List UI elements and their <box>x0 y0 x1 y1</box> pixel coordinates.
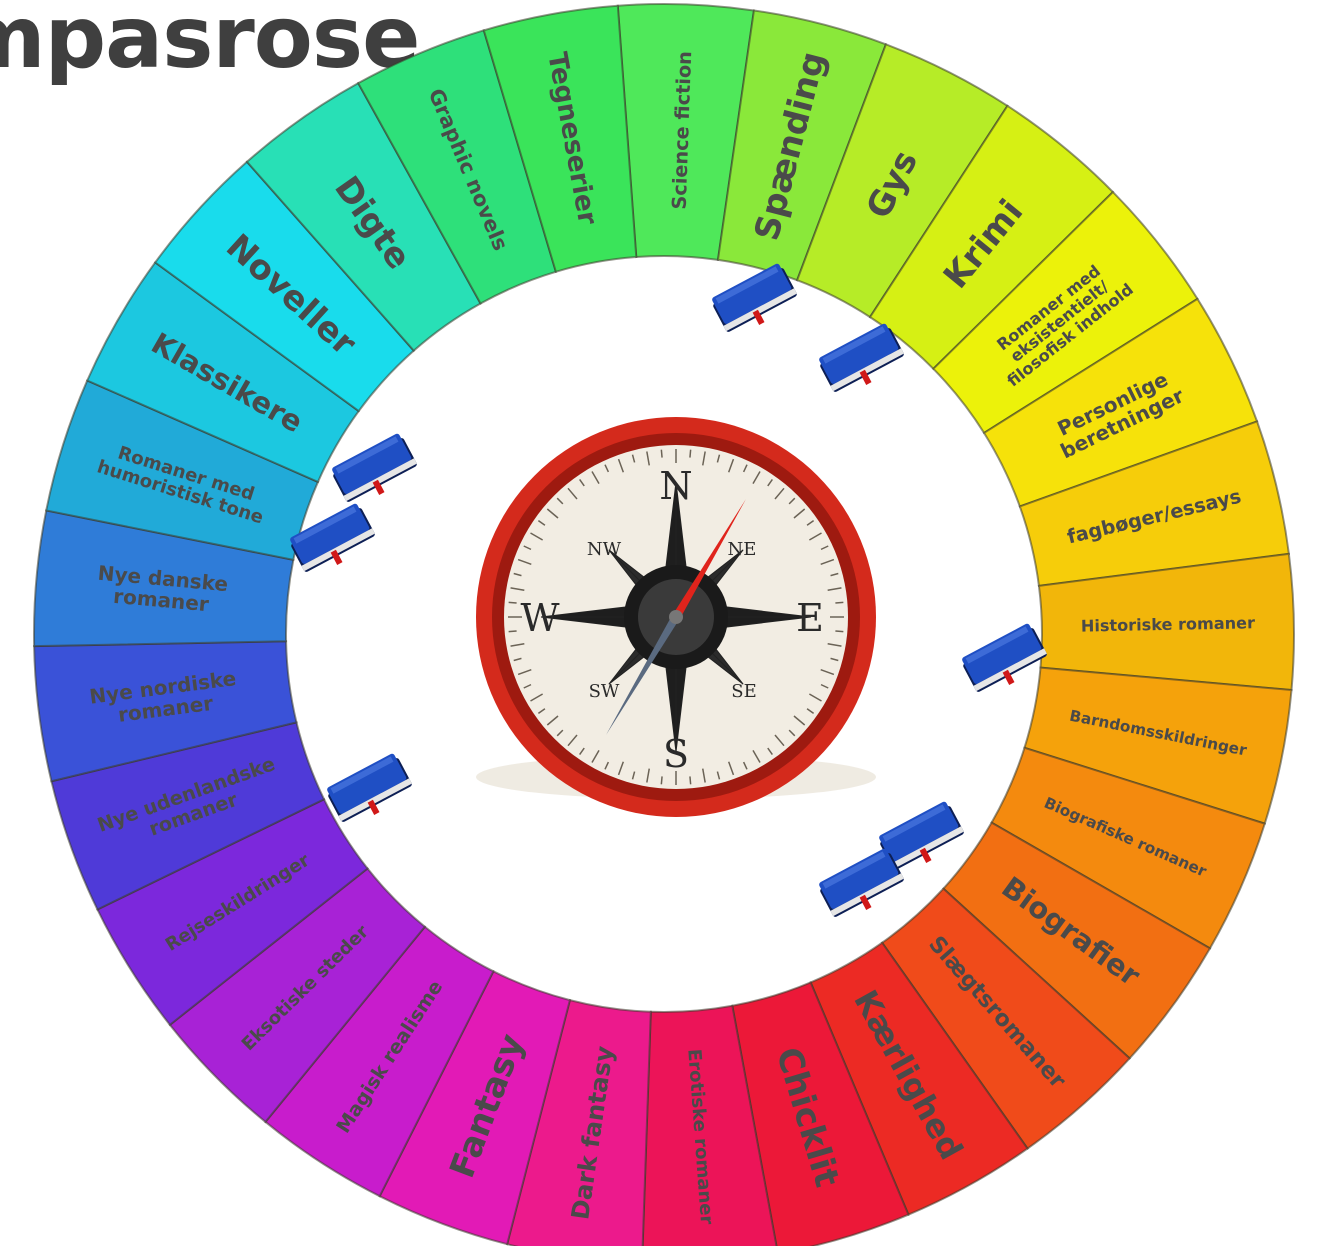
compass-tick <box>820 558 835 566</box>
compass-tick <box>537 708 546 714</box>
compass-tick <box>646 768 650 783</box>
compass-tick <box>556 497 564 505</box>
compass-tick <box>830 572 839 577</box>
compass-tick <box>793 715 806 726</box>
compass-tick <box>788 497 796 505</box>
book-icon <box>712 263 797 332</box>
compass-tick <box>517 558 532 566</box>
compass-tick <box>742 464 748 473</box>
compass-tick <box>591 749 600 763</box>
compass-tick <box>793 508 806 519</box>
compass-tick <box>579 747 585 756</box>
compass-tick <box>788 729 796 737</box>
compass-tick <box>660 776 663 785</box>
compass-tick <box>530 693 544 702</box>
genre-label: Historiske romaner <box>1081 613 1255 635</box>
compass-tick <box>530 532 544 541</box>
compass-tick <box>808 532 822 541</box>
compass-tick <box>537 520 546 526</box>
genre-label: Science fiction <box>668 51 697 210</box>
compass-tick <box>604 761 610 770</box>
compass-letter-north: N <box>659 464 692 508</box>
compass-needle-north <box>670 499 746 619</box>
compass-tick <box>702 768 706 783</box>
compass-tick <box>806 708 815 714</box>
compass-tick <box>806 520 815 526</box>
compass-tick <box>820 545 829 551</box>
compass-tick <box>513 657 522 662</box>
book-icon <box>819 323 904 392</box>
book-icon <box>819 848 904 917</box>
book-markers <box>290 263 1047 917</box>
compass-tick <box>835 630 844 633</box>
compass-tick <box>827 587 842 591</box>
compass-tick <box>774 734 785 747</box>
compass-tick <box>604 464 610 473</box>
compass-tick <box>808 693 822 702</box>
book-icon <box>962 623 1047 692</box>
compass-tick <box>727 458 735 473</box>
compass-tick <box>774 487 785 500</box>
compass-tick <box>567 487 578 500</box>
genre-ring <box>33 3 1295 1246</box>
compass-tick <box>716 771 721 780</box>
compass-tick <box>546 715 559 726</box>
compass-tick <box>716 454 721 463</box>
compass-tick <box>556 729 564 737</box>
compass-tick <box>631 454 636 463</box>
compass-tick <box>752 471 761 485</box>
compass-tick <box>689 449 692 458</box>
compass-tick <box>742 761 748 770</box>
page-title: mpasrose <box>0 0 420 88</box>
compass-tick <box>523 545 532 551</box>
compass-tick <box>830 657 839 662</box>
compass-letter-south: S <box>663 732 689 776</box>
compass-tick <box>517 668 532 676</box>
compass-tick <box>508 630 517 633</box>
genre-segment <box>482 4 638 274</box>
book-icon <box>332 433 417 502</box>
compass-tick <box>510 643 525 647</box>
compass-tick <box>523 683 532 689</box>
compass-letter-northwest: NW <box>587 539 622 560</box>
compass-tick <box>689 776 692 785</box>
book-icon <box>327 753 412 822</box>
compass-tick <box>646 451 650 466</box>
compass-tick <box>702 451 706 466</box>
compass-tick <box>546 508 559 519</box>
compass-tick <box>579 478 585 487</box>
compass-tick <box>727 761 735 776</box>
compass-tick <box>767 478 773 487</box>
compass-tick <box>508 601 517 604</box>
compass-tick <box>513 572 522 577</box>
compass-tick <box>820 683 829 689</box>
compass-needle-south <box>606 615 682 735</box>
compass-letter-northeast: NE <box>728 539 757 560</box>
compass-tick <box>835 601 844 604</box>
compass-tick <box>567 734 578 747</box>
compass-letter-southeast: SE <box>731 681 756 702</box>
compass-letter-east: E <box>796 596 824 640</box>
compass-tick <box>827 643 842 647</box>
compass-tick <box>617 761 625 776</box>
compass-letter-southwest: SW <box>589 681 620 702</box>
compass-pin <box>669 610 683 624</box>
compass-tick <box>591 471 600 485</box>
compass-tick <box>631 771 636 780</box>
compass-letter-west: W <box>520 596 559 640</box>
compass-tick <box>752 749 761 763</box>
compass-tick <box>820 668 835 676</box>
book-icon <box>290 503 375 572</box>
compass-tick <box>767 747 773 756</box>
compass-tick <box>510 587 525 591</box>
compass-tick <box>617 458 625 473</box>
compass-tick <box>660 449 663 458</box>
book-icon <box>879 801 964 870</box>
